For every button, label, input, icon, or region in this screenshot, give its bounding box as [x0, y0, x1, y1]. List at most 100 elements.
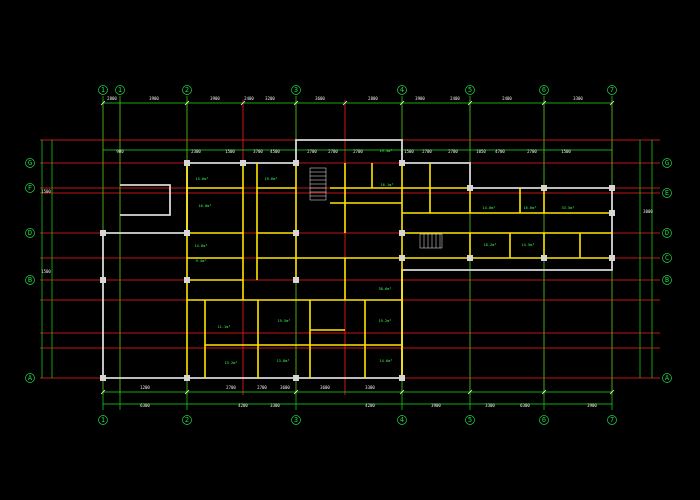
outer-walls	[102, 139, 613, 379]
axis-label: 5	[468, 416, 472, 424]
dimension-text: 2700	[226, 385, 236, 390]
dimension-lines	[41, 96, 653, 410]
dimension-text: 3300	[485, 403, 495, 408]
axis-labels-left: G F D B A	[28, 159, 33, 382]
dimension-text: 2800	[368, 96, 378, 101]
room-area-label: 13.8m²	[277, 359, 290, 363]
axis-bubbles	[25, 85, 672, 425]
dimension-text: 6300	[520, 403, 530, 408]
dimension-text: 2700	[328, 149, 338, 154]
dimension-text: 2400	[502, 96, 512, 101]
axis-label: 1	[101, 86, 105, 94]
dimension-text: 2400	[450, 96, 460, 101]
room-area-label: 16.1m²	[381, 183, 394, 187]
dimension-text: 2700	[307, 149, 317, 154]
stairs	[309, 167, 443, 249]
room-labels: 15.6m² 19.6m² 16.0m² 14.8m² 9.4m² 19.4m²…	[195, 149, 575, 365]
interior-walls	[186, 163, 612, 378]
axis-label: A	[28, 374, 33, 382]
dimension-text: 3900	[587, 403, 597, 408]
dimension-text: 3300	[365, 385, 375, 390]
dimension-text: 3900	[149, 96, 159, 101]
axis-label: 5	[468, 86, 472, 94]
axis-label: 1	[101, 416, 105, 424]
room-area-label: 16.6m²	[524, 206, 537, 210]
room-area-label: 14.8m²	[195, 244, 208, 248]
axis-label: 2	[185, 416, 189, 424]
columns	[100, 160, 615, 381]
dimension-text: 900	[116, 149, 124, 154]
room-area-label: 9.4m²	[196, 259, 207, 263]
axis-labels-right: G E D C B A	[665, 159, 670, 382]
axis-label: 4	[400, 416, 404, 424]
room-area-label: 14.0m²	[483, 206, 496, 210]
dimension-text: 3600	[280, 385, 290, 390]
dimension-text: 1500	[225, 149, 235, 154]
room-area-label: 16.0m²	[199, 204, 212, 208]
room-area-label: 18.2m²	[484, 243, 497, 247]
room-area-label: 11.1m²	[218, 325, 231, 329]
axis-label: B	[665, 276, 669, 284]
axis-label: 7	[610, 86, 614, 94]
misc-annotations: 1500 1500 3000	[41, 189, 653, 274]
dimension-text: 2300	[191, 149, 201, 154]
axis-label: D	[28, 229, 32, 237]
dimension-text: 1500	[404, 149, 414, 154]
annotation-text: 1500	[41, 189, 51, 194]
dimension-text: 3300	[573, 96, 583, 101]
annotation-text: 1500	[41, 269, 51, 274]
dimension-text: 3600	[320, 385, 330, 390]
axis-label: 3	[294, 416, 298, 424]
axis-label: 6	[542, 416, 546, 424]
axis-label: B	[28, 276, 32, 284]
dimension-text: 4700	[495, 149, 505, 154]
dimension-text: 3700	[253, 149, 263, 154]
room-area-label: 19.6m²	[265, 177, 278, 181]
dimension-text: 6300	[140, 403, 150, 408]
dimension-text: 3600	[315, 96, 325, 101]
dimension-text: 3900	[415, 96, 425, 101]
dimension-texts: 2800 3900 3900 2400 3200 3600 2800 3900 …	[107, 96, 597, 408]
dimension-text: 3900	[431, 403, 441, 408]
axis-label: 6	[542, 86, 546, 94]
axis-label: 3	[294, 86, 298, 94]
axis-labels-top: 1 1 2 3 4 5 6 7	[101, 86, 614, 94]
dimension-text: 2700	[448, 149, 458, 154]
axis-label: 2	[185, 86, 189, 94]
room-area-label: 14.5m²	[522, 243, 535, 247]
room-area-label: 19.4m²	[380, 149, 393, 153]
dimension-text: 2700	[422, 149, 432, 154]
axis-label: 4	[400, 86, 404, 94]
dimension-text: 3300	[270, 403, 280, 408]
dimension-text: 4500	[270, 149, 280, 154]
annotation-text: 3000	[643, 209, 653, 214]
dimension-text: 2800	[107, 96, 117, 101]
axis-grid	[40, 100, 660, 395]
dimension-text: 1200	[140, 385, 150, 390]
dimension-text: 2400	[244, 96, 254, 101]
room-area-label: 19.5m²	[278, 319, 291, 323]
dimension-text: 1050	[476, 149, 486, 154]
dimension-text: 3900	[210, 96, 220, 101]
dimension-text: 2700	[353, 149, 363, 154]
room-area-label: 14.6m²	[380, 359, 393, 363]
dimension-text: 2700	[527, 149, 537, 154]
axis-label: F	[28, 184, 32, 192]
dimension-text: 1500	[561, 149, 571, 154]
dimension-ticks	[100, 100, 615, 395]
axis-label: G	[665, 159, 669, 167]
axis-label: A	[665, 374, 670, 382]
dimension-text: 3200	[265, 96, 275, 101]
room-area-label: 33.5m²	[562, 206, 575, 210]
axis-label: G	[28, 159, 32, 167]
axis-label: 7	[610, 416, 614, 424]
axis-label: E	[665, 189, 669, 197]
axis-labels-bottom: 1 2 3 4 5 6 7	[101, 416, 614, 424]
room-area-label: 13.2m²	[225, 361, 238, 365]
room-area-label: 19.2m²	[379, 319, 392, 323]
room-area-label: 15.6m²	[196, 177, 209, 181]
axis-label: C	[665, 254, 669, 262]
axis-label: 1	[118, 86, 122, 94]
dimension-text: 4200	[365, 403, 375, 408]
dimension-text: 2700	[257, 385, 267, 390]
